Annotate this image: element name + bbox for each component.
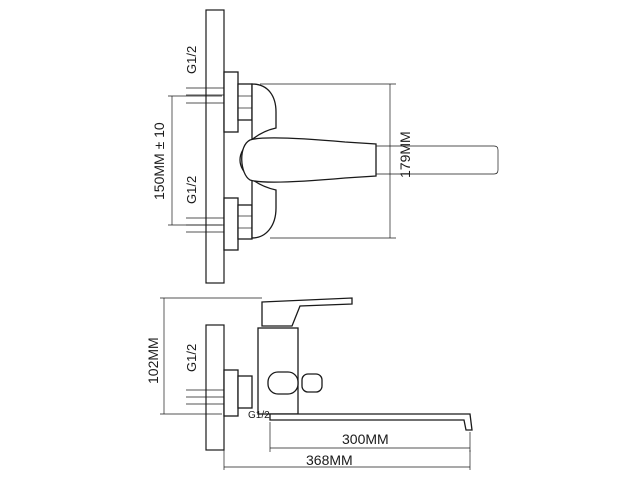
label-center-distance: 150MM ± 10 [151, 122, 167, 200]
label-thread-side: G1/2 [184, 344, 199, 372]
spout-outline-front [376, 145, 499, 175]
spout-side [269, 413, 473, 431]
side-nut [237, 375, 253, 409]
dimension-total-length: 368MM [223, 450, 471, 470]
side-view: 102MM G1/2 G1/2 300MM 368MM [145, 297, 473, 470]
lower-inlet [186, 197, 253, 251]
lever-side [261, 297, 353, 327]
lower-flange [223, 197, 239, 251]
label-thread-side-small: G1/2 [248, 410, 270, 421]
dimension-center-distance: 150MM ± 10 [151, 95, 222, 226]
label-total-length: 368MM [306, 452, 353, 468]
lower-nut [237, 204, 253, 240]
label-spout-length: 300MM [342, 431, 389, 447]
faucet-body-front [239, 83, 277, 239]
dimension-side-height: 102MM [145, 297, 262, 415]
label-side-height: 102MM [145, 337, 161, 384]
dimension-total-height: 179MM [260, 83, 413, 239]
diverter-button [301, 373, 323, 393]
diverter-knob [267, 371, 299, 395]
front-view: 150MM ± 10 179MM G1/2 G1/2 [151, 9, 499, 284]
upper-inlet [186, 71, 253, 133]
wall-section-top [205, 9, 225, 284]
upper-nut [237, 83, 253, 121]
dimension-spout-length: 300MM [269, 422, 471, 452]
label-thread-lower: G1/2 [184, 176, 199, 204]
lever-handle [241, 137, 377, 183]
label-thread-upper: G1/2 [184, 46, 199, 74]
side-flange [223, 369, 239, 417]
upper-flange [223, 71, 239, 133]
faucet-column [257, 327, 299, 415]
wall-section-side [205, 324, 225, 451]
label-total-height: 179MM [397, 131, 413, 178]
